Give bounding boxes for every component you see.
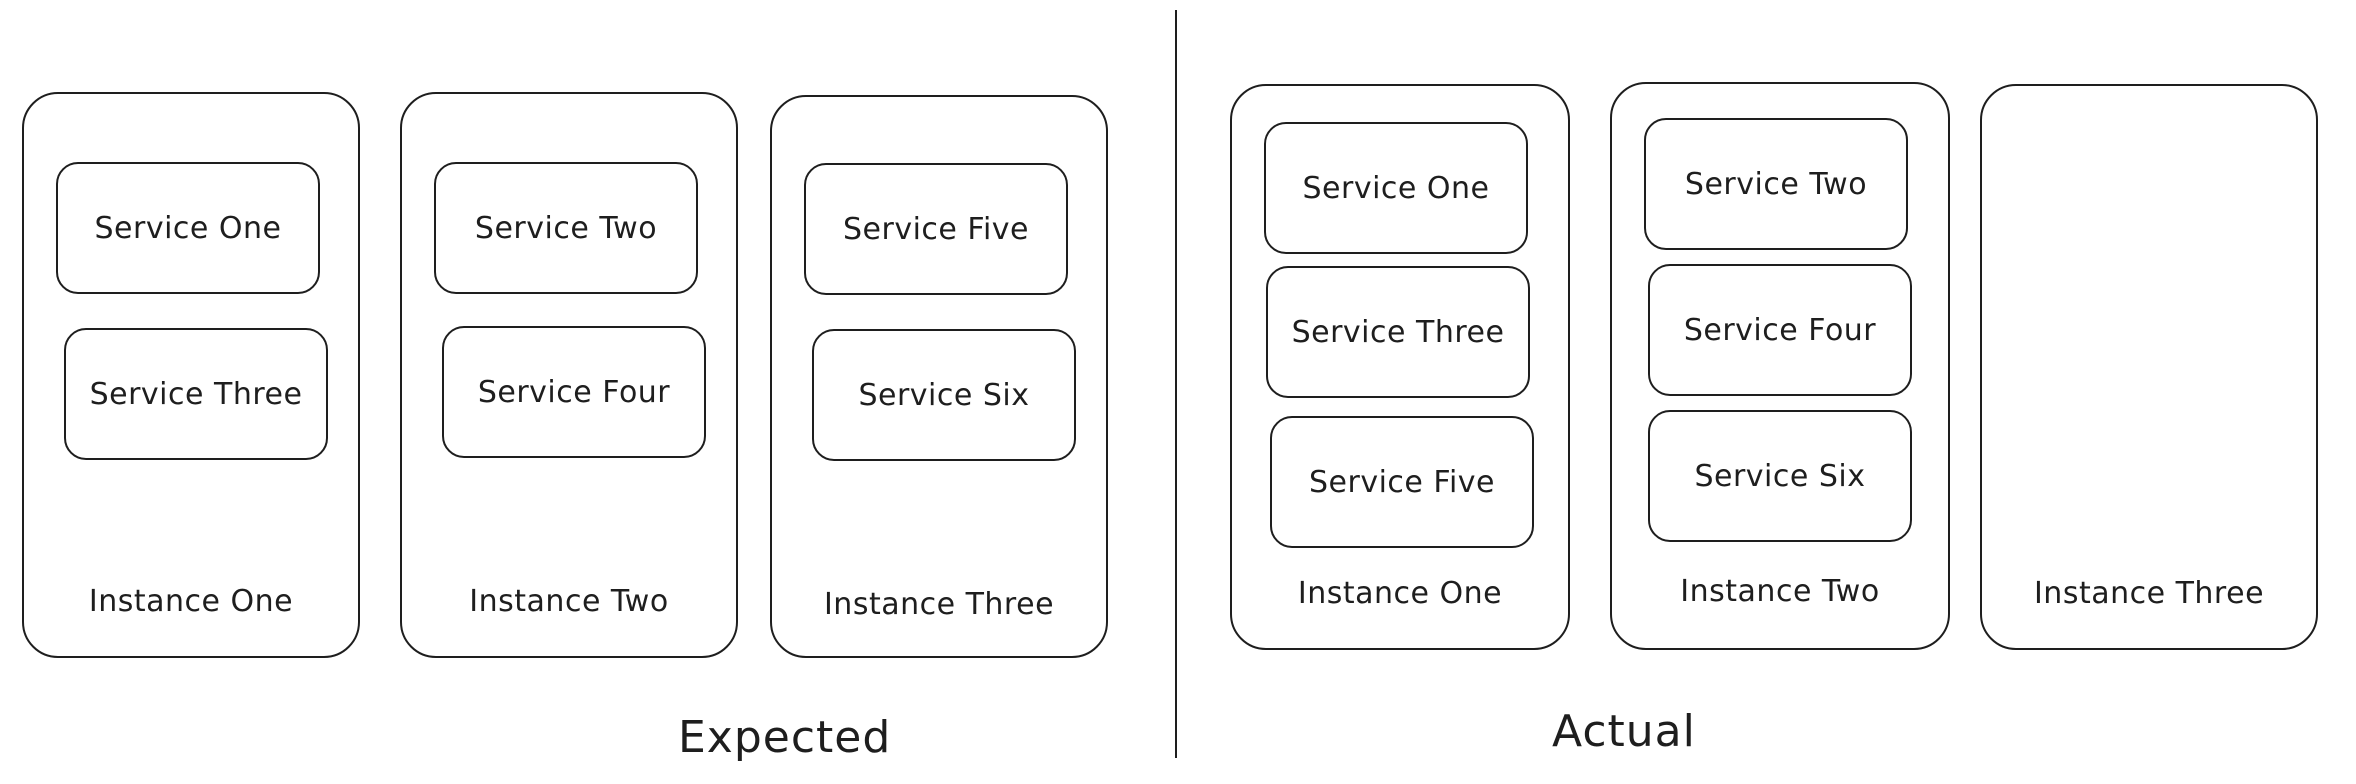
expected-instance-one-label: Instance One: [88, 584, 294, 619]
actual-caption: Actual: [1552, 706, 1696, 757]
expected-instance-two-service-1: Service Two: [434, 162, 698, 294]
actual-instance-two-service-1: Service Two: [1644, 118, 1908, 250]
actual-instance-one-service-2: Service Three: [1266, 266, 1530, 398]
actual-instance-one: Service One Service Three Service Five I…: [1230, 84, 1570, 650]
expected-instance-one-service-2: Service Three: [64, 328, 328, 460]
expected-instance-one-service-1: Service One: [56, 162, 320, 294]
panel-divider: [1175, 10, 1177, 758]
actual-instance-two-label: Instance Two: [1680, 574, 1880, 609]
actual-instance-one-service-1: Service One: [1264, 122, 1528, 254]
expected-instance-three-service-2: Service Six: [812, 329, 1076, 461]
actual-instance-two-service-2: Service Four: [1648, 264, 1912, 396]
actual-instance-two-service-3: Service Six: [1648, 410, 1912, 542]
actual-instance-two: Service Two Service Four Service Six Ins…: [1610, 82, 1950, 650]
expected-caption: Expected: [678, 712, 892, 763]
expected-instance-two: Service Two Service Four Instance Two: [400, 92, 738, 658]
expected-instance-one: Service One Service Three Instance One: [22, 92, 360, 658]
expected-instance-two-label: Instance Two: [469, 584, 669, 619]
actual-instance-three-label: Instance Three: [2033, 576, 2265, 611]
actual-instance-one-service-3: Service Five: [1270, 416, 1534, 548]
actual-instance-one-label: Instance One: [1297, 576, 1503, 611]
expected-instance-two-service-2: Service Four: [442, 326, 706, 458]
expected-instance-three-service-1: Service Five: [804, 163, 1068, 295]
actual-instance-three: Instance Three: [1980, 84, 2318, 650]
expected-instance-three-label: Instance Three: [823, 587, 1055, 622]
expected-instance-three: Service Five Service Six Instance Three: [770, 95, 1108, 658]
